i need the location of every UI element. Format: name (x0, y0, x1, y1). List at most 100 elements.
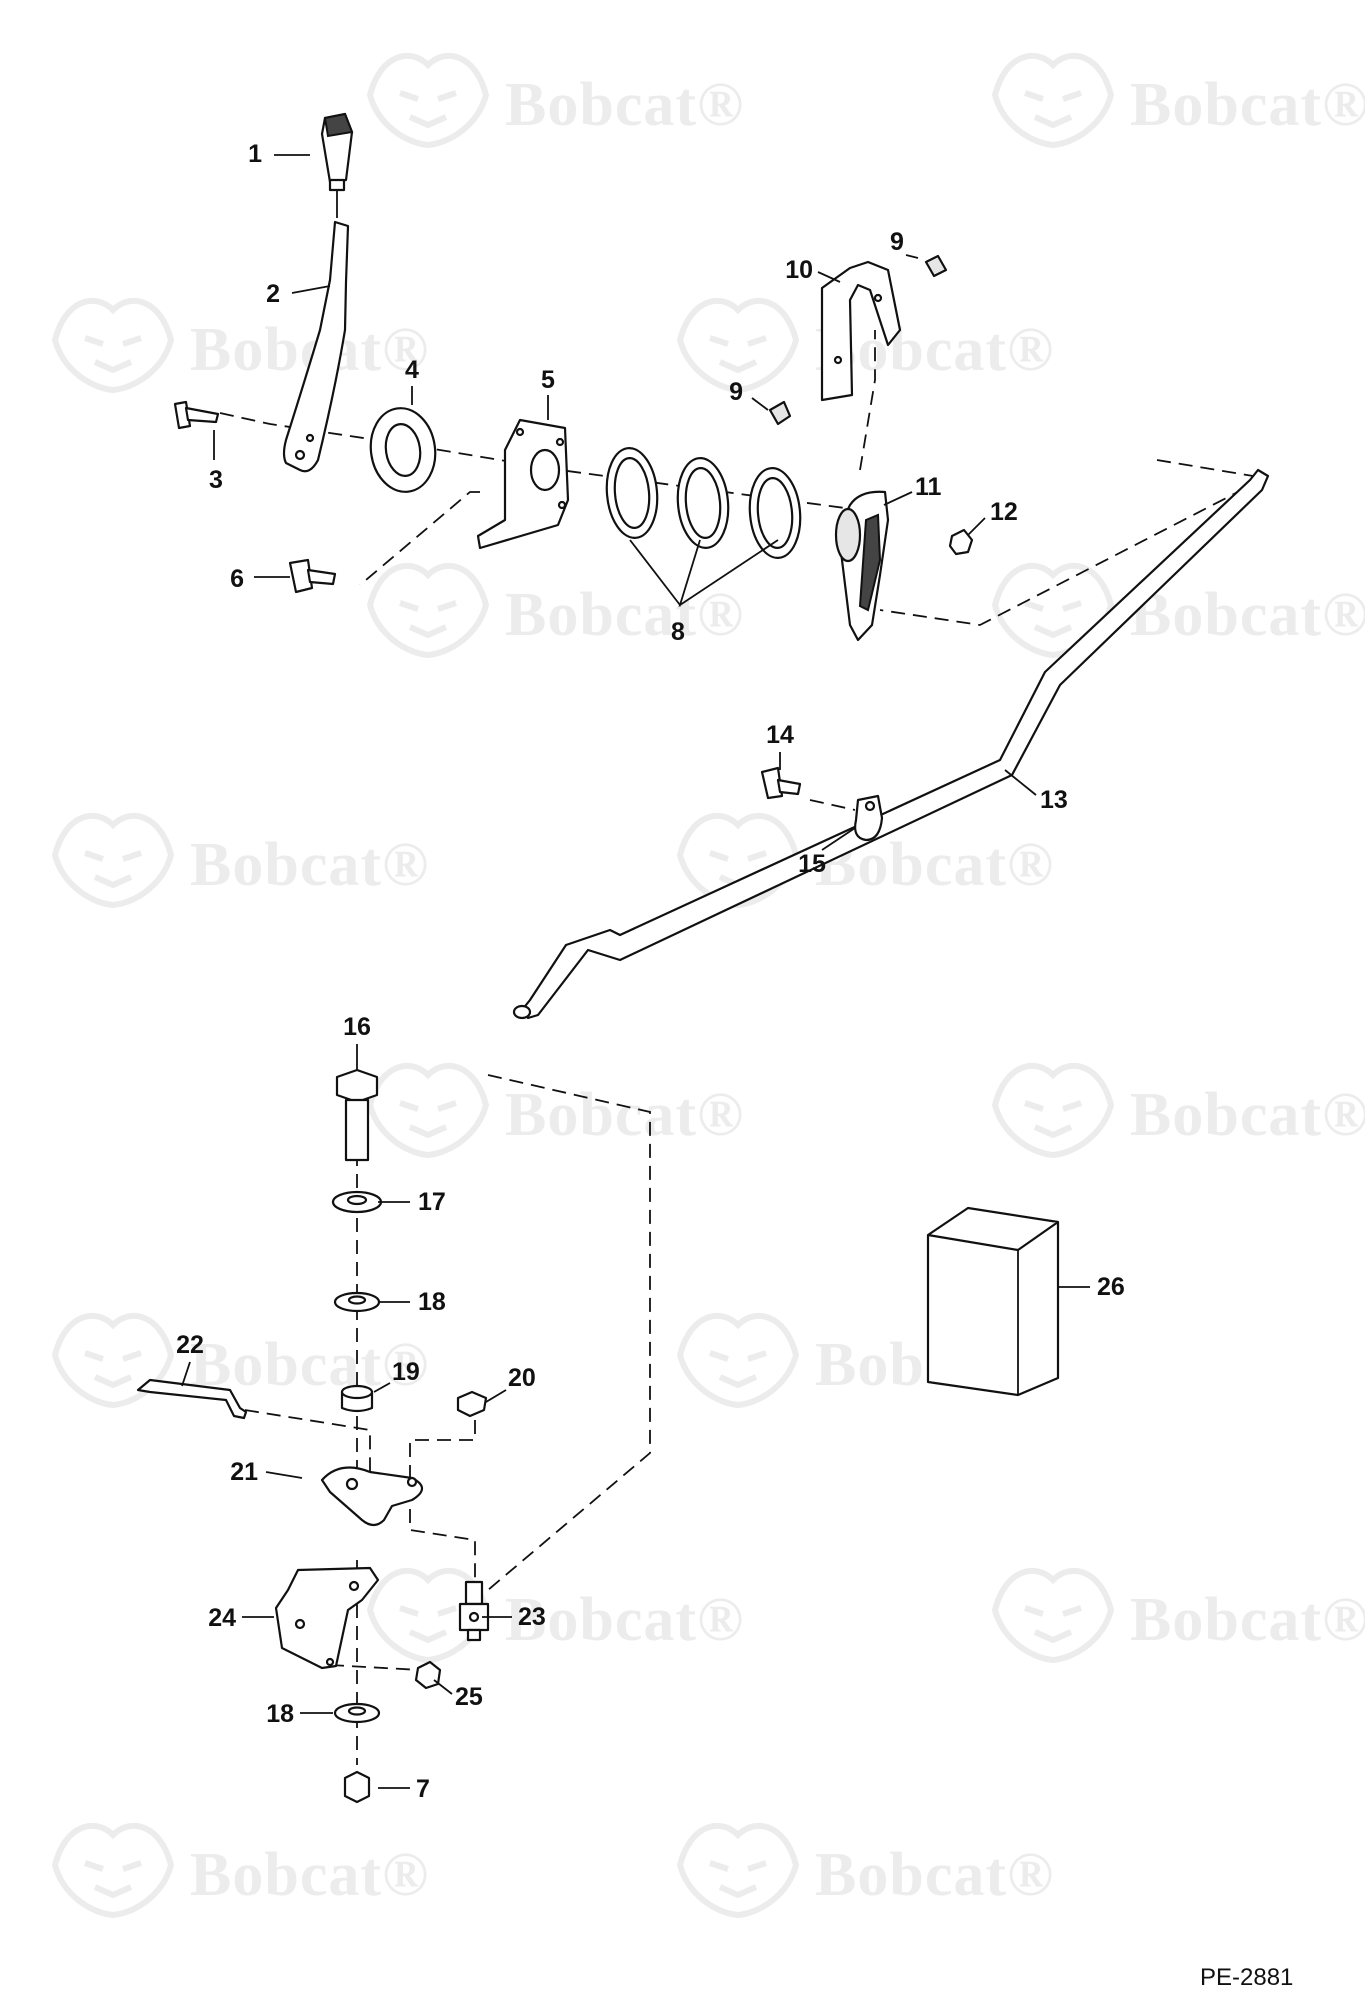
callout-1: 1 (248, 140, 262, 168)
bobcat-logo-icon (995, 56, 1111, 145)
leader-line-20 (485, 1389, 507, 1403)
watermark-logo: Bobcat® (995, 1571, 1365, 1660)
bobcat-logo-icon (680, 1826, 796, 1915)
callout-5: 5 (541, 366, 555, 394)
part-17-washer (331, 1190, 383, 1214)
callout-6: 6 (230, 565, 244, 593)
callout-26: 26 (1097, 1273, 1125, 1301)
bobcat-logo-icon (995, 1066, 1111, 1155)
callout-leaders (181, 154, 1090, 1789)
part-13-rod (512, 468, 1270, 1020)
leader-line-21 (265, 1471, 303, 1479)
callout-9b: 9 (729, 378, 743, 406)
bobcat-logo-icon (680, 1316, 796, 1405)
part-21-plate (320, 1466, 424, 1527)
callout-18b: 18 (266, 1700, 294, 1728)
leader-line-2 (291, 285, 331, 294)
watermark-text: Bobcat® (190, 831, 429, 899)
part-20-nut (456, 1390, 488, 1418)
watermark-text: Bobcat® (1130, 1081, 1365, 1149)
watermark-logo: Bobcat® (370, 1571, 744, 1660)
watermark-text: Bobcat® (815, 316, 1054, 384)
assembly-lines (219, 330, 1268, 1765)
part-14-bolt (760, 766, 802, 800)
part-4-washer (369, 407, 437, 493)
watermark-logo: Bobcat® (370, 1066, 743, 1155)
callout-7: 7 (416, 1775, 430, 1803)
part-11-throttle-lever (834, 490, 890, 642)
callout-24: 24 (208, 1604, 236, 1632)
watermark-text: Bobcat® (1130, 71, 1365, 139)
watermark-logo: Bobcat® (370, 56, 744, 145)
leader-line-9b (751, 397, 769, 411)
watermark-text: Bobcat® (505, 1586, 744, 1654)
part-22-rod (136, 1378, 248, 1420)
callout-25: 25 (455, 1683, 483, 1711)
callout-17: 17 (418, 1188, 446, 1216)
watermark-text: Bobcat® (1130, 1586, 1365, 1654)
callout-11: 11 (915, 473, 942, 501)
part-24-bracket (274, 1566, 380, 1670)
leader-line-12 (967, 517, 986, 536)
watermark-text: Bobcat® (505, 71, 744, 139)
bobcat-logo-icon (55, 301, 171, 390)
part-1-knob (320, 112, 354, 218)
leader-line-22 (181, 1361, 191, 1387)
callout-15: 15 (798, 850, 826, 878)
leader-line-8 (629, 539, 779, 608)
part-23-fitting (458, 1580, 490, 1642)
leader-line-10 (817, 271, 841, 283)
bobcat-logo-icon (680, 301, 796, 390)
bobcat-logo-icon (370, 566, 486, 655)
callout-20: 20 (508, 1364, 536, 1392)
part-25-nut (414, 1660, 442, 1690)
callout-2: 2 (266, 280, 280, 308)
leader-line-25 (433, 1679, 453, 1695)
callout-8: 8 (671, 618, 685, 646)
part-26-kit-box (926, 1206, 1060, 1397)
part-12-nut (948, 528, 974, 556)
callout-10: 10 (785, 256, 813, 284)
leader-line-19 (373, 1382, 391, 1393)
callout-21: 21 (230, 1458, 258, 1486)
bobcat-logo-icon (995, 1571, 1111, 1660)
watermark-logo: Bobcat® (55, 301, 428, 390)
callout-12: 12 (990, 498, 1018, 526)
part-7-nut (343, 1770, 371, 1804)
callout-14: 14 (766, 721, 794, 749)
callout-18a: 18 (418, 1288, 446, 1316)
bobcat-logo-icon (55, 816, 171, 905)
leader-line-9a (905, 254, 919, 259)
part-2-lever (282, 220, 350, 473)
bobcat-logo-icon (370, 1066, 486, 1155)
part-18-washer-lower (333, 1702, 381, 1724)
watermark-text: Bobcat® (505, 581, 744, 649)
watermark-text: Bobcat® (190, 1331, 429, 1399)
callout-3: 3 (209, 466, 223, 494)
part-6-bolt (288, 558, 337, 594)
part-19-spacer (340, 1384, 374, 1413)
part-9-pins (768, 254, 948, 426)
watermark-logo: Bobcat® (995, 1066, 1365, 1155)
bobcat-logo-icon (370, 56, 486, 145)
part-15-clip (854, 794, 884, 842)
watermark-text: Bobcat® (1130, 581, 1365, 649)
part-3-bolt (173, 400, 220, 430)
watermark-logo: Bobcat® (55, 816, 429, 905)
callout-9a: 9 (890, 228, 904, 256)
part-18-washer-upper (333, 1291, 381, 1313)
watermark-layer: Bobcat® Bobcat® Bobcat® Bobcat® Bobcat® Bobca… (55, 56, 1365, 1915)
part-8-washers (605, 447, 802, 559)
watermark-logo: Bobcat® (680, 301, 1054, 390)
part-10-u-bracket (820, 260, 902, 402)
watermark-logo: Bobcat® (995, 56, 1365, 145)
leader-line-13 (1004, 769, 1037, 796)
leader-line-15 (821, 827, 856, 851)
watermark-logo: Bobcat® (995, 566, 1365, 655)
callout-23: 23 (518, 1603, 546, 1631)
watermark-text: Bobcat® (190, 1841, 429, 1909)
leader-line-11 (883, 491, 913, 506)
watermark-logo: Bobcat® (370, 566, 744, 655)
